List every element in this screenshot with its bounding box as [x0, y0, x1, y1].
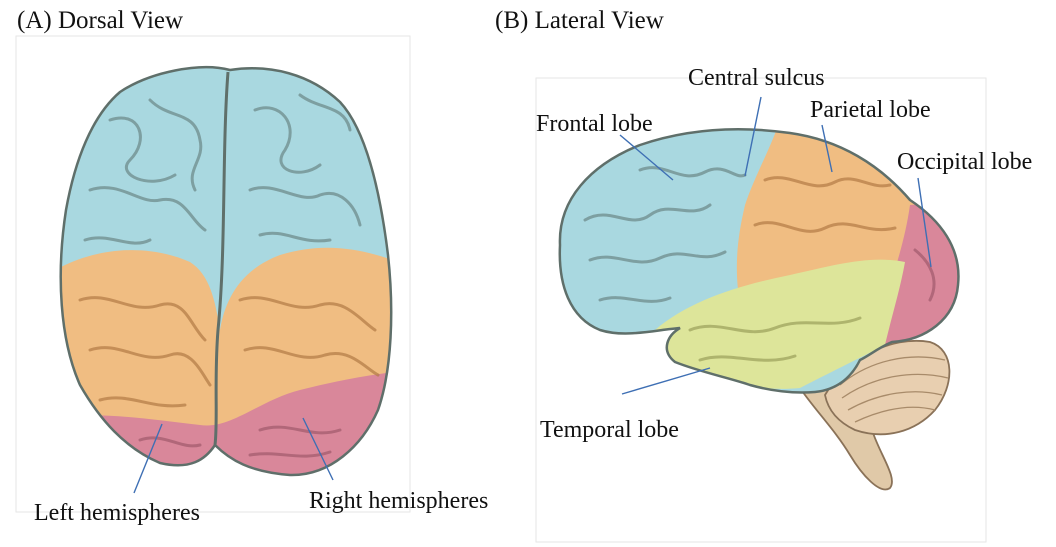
temporal-lobe-label: Temporal lobe: [540, 418, 679, 442]
temporal-lobe-leader-line: [622, 368, 710, 394]
right-hemisphere-label: Right hemispheres: [309, 489, 488, 513]
central-sulcus-label: Central sulcus: [688, 66, 825, 90]
frontal-lobe-label: Frontal lobe: [536, 112, 653, 136]
dorsal-view-title: (A) Dorsal View: [17, 8, 183, 33]
dorsal-brain-illustration: [40, 50, 420, 490]
lateral-view-title: (B) Lateral View: [495, 8, 664, 33]
left-hemisphere-label: Left hemispheres: [34, 501, 200, 525]
occipital-lobe-label: Occipital lobe: [897, 150, 1032, 174]
parietal-lobe-label: Parietal lobe: [810, 98, 931, 122]
